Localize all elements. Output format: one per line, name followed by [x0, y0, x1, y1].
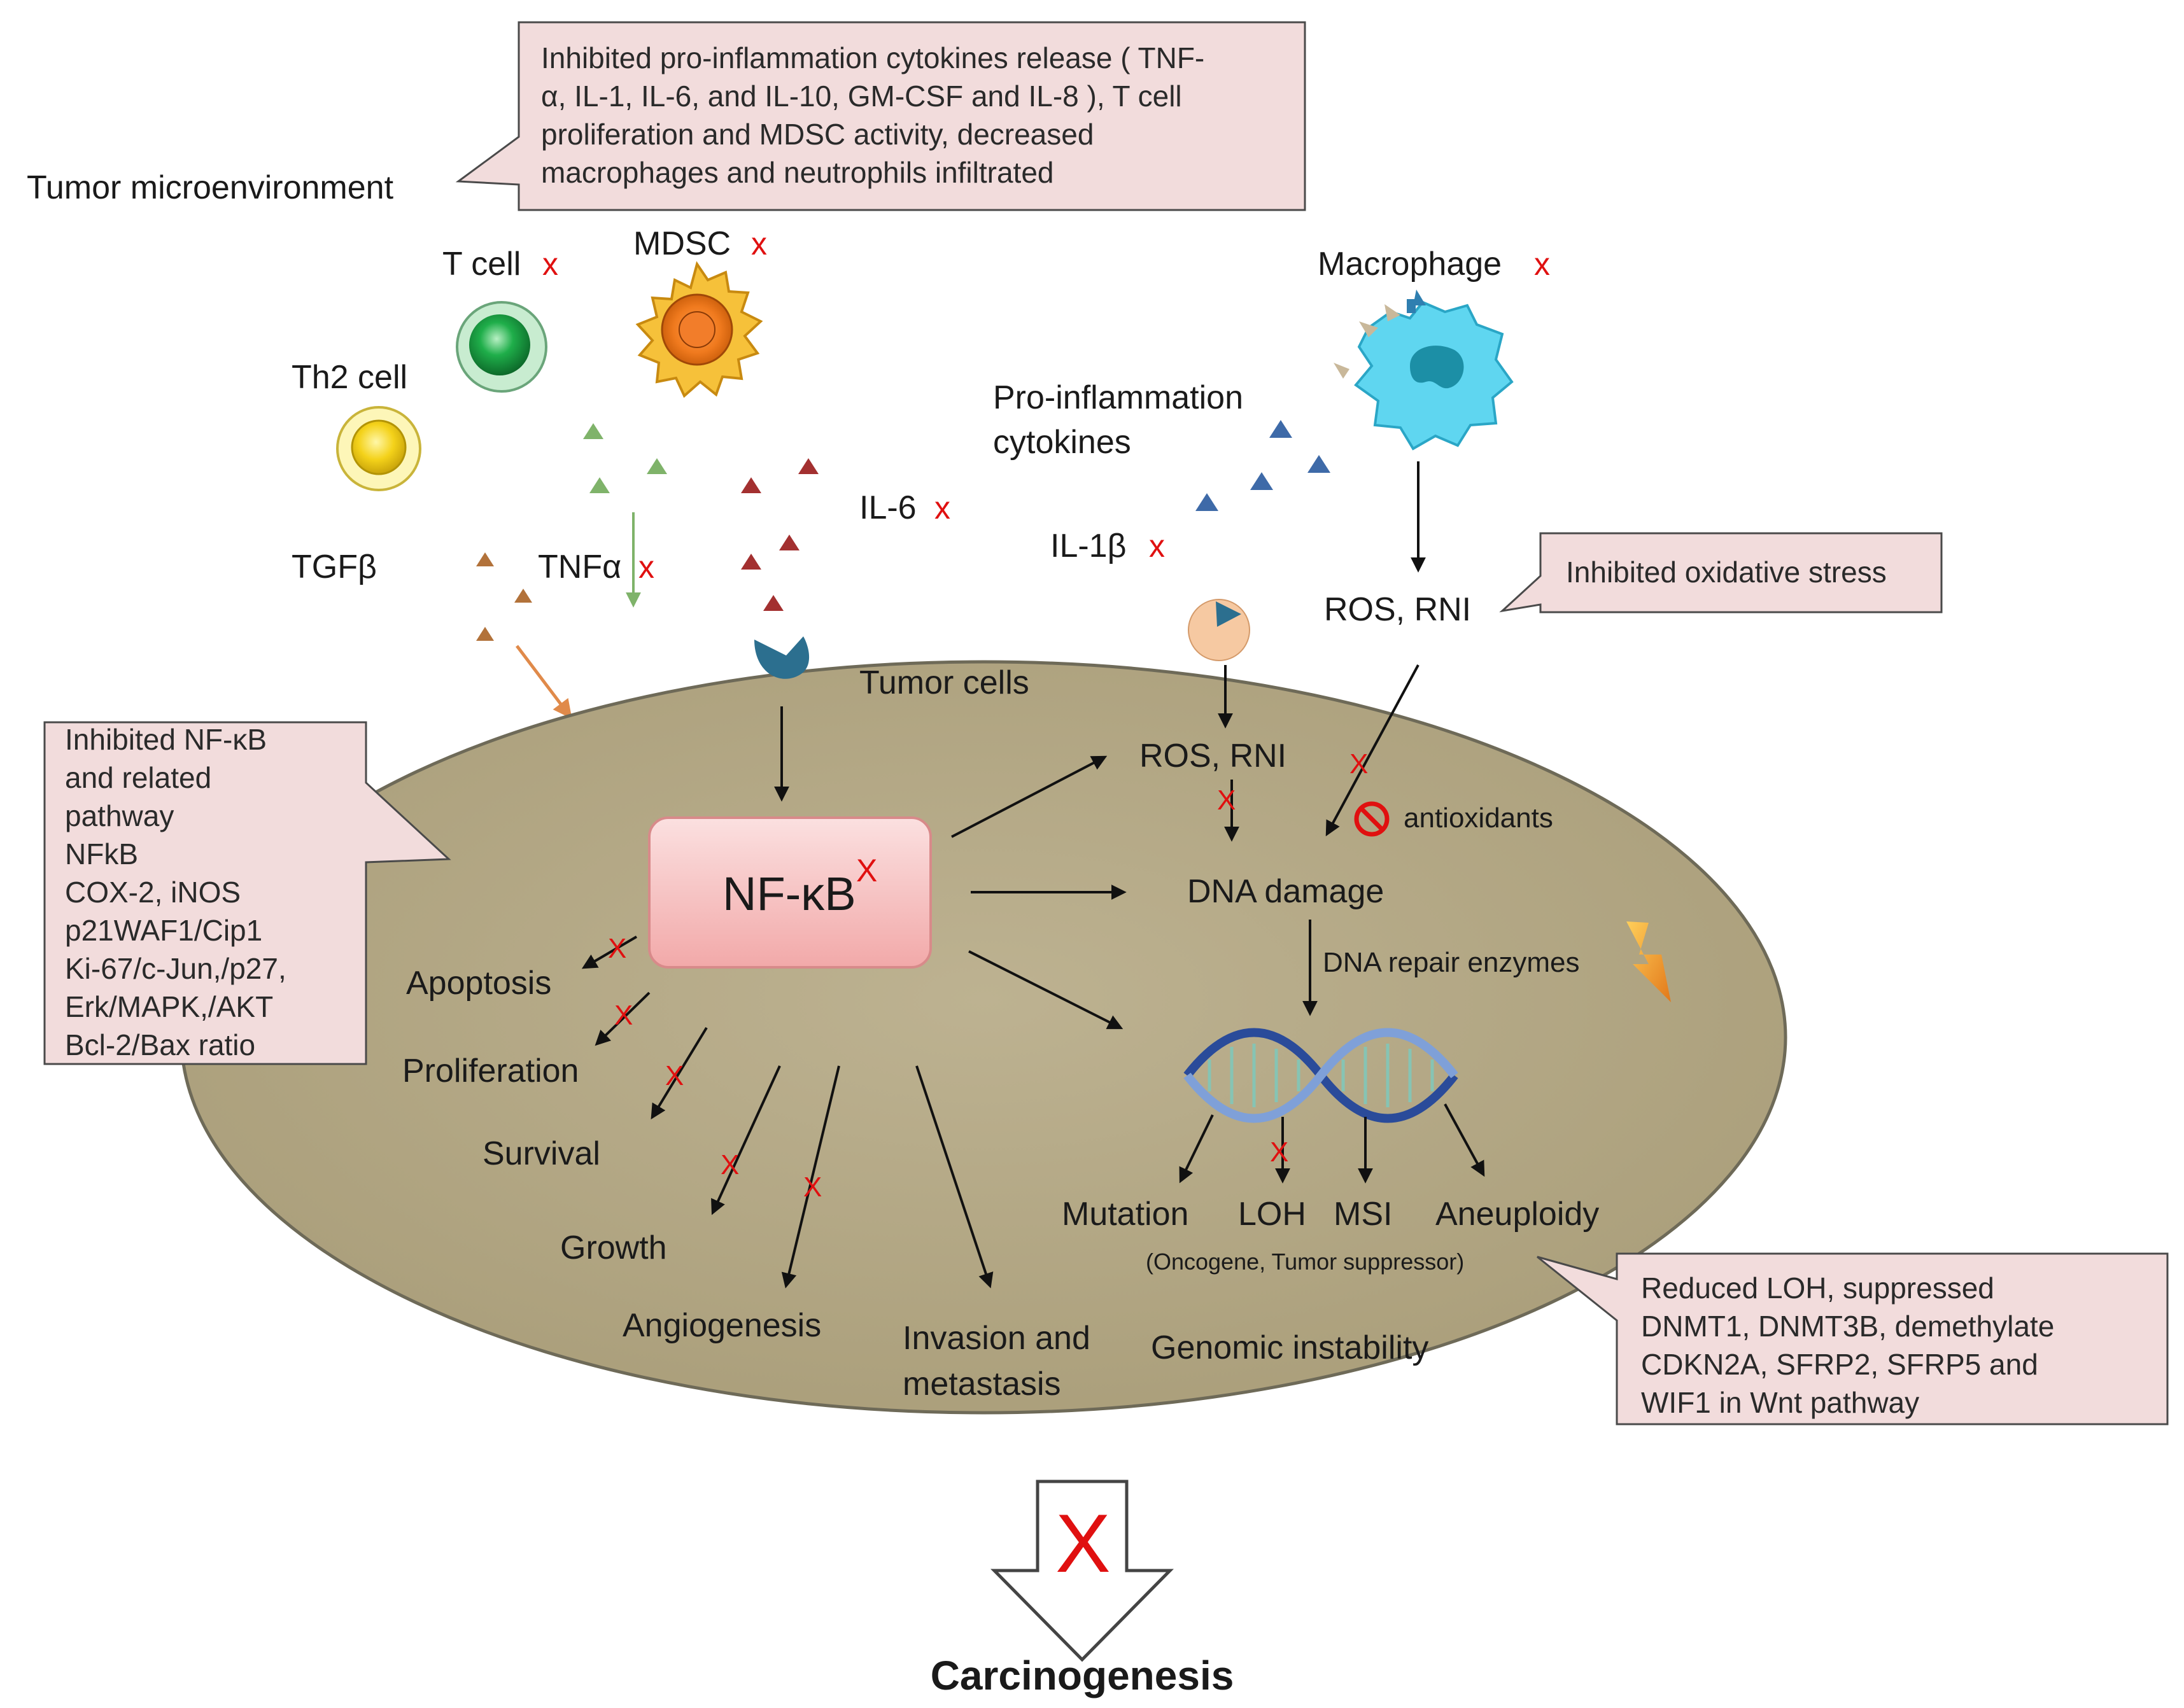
tnfa-x-mark: x [638, 549, 654, 585]
callout-right-line-4: WIF1 in Wnt pathway [1641, 1386, 1919, 1419]
oncogene-label: (Oncogene, Tumor suppressor) [1146, 1249, 1464, 1275]
ros-rni-inner-label: ROS, RNI [1139, 738, 1286, 774]
tnfa-cytokines [583, 423, 667, 493]
il1b-label: IL-1β [1050, 528, 1127, 564]
callout-left-line-4: NFkB [65, 837, 138, 871]
tumor-cell-body [180, 660, 1787, 1415]
growth-x-mark: X [721, 1149, 739, 1180]
proliferation-x-mark: X [614, 1000, 633, 1031]
survival-label: Survival [483, 1135, 600, 1172]
callout-left-line-9: Bcl-2/Bax ratio [65, 1028, 255, 1061]
callout-top-line-2: α, IL-1, IL-6, and IL-10, GM-CSF and IL-… [541, 80, 1182, 113]
angiogenesis-label: Angiogenesis [623, 1307, 821, 1344]
tumor-cells-label: Tumor cells [859, 664, 1029, 701]
nfkb-x-mark: X [856, 853, 877, 888]
genomic-instability-label: Genomic instability [1151, 1329, 1428, 1366]
nfkb-to-survival-arrow [651, 1026, 708, 1120]
nfkb-to-proliferation-arrow [595, 991, 651, 1046]
dna-to-aneuploidy-arrow [1444, 1103, 1485, 1177]
il6-x-mark: x [934, 490, 950, 526]
ros-rni-outer-label: ROS, RNI [1324, 591, 1471, 628]
pro-inflammation-label-line-2: cytokines [993, 424, 1131, 461]
callout-oxidative-text: Inhibited oxidative stress [1566, 556, 1887, 589]
outer-ros-to-dna-damage-arrow [1325, 664, 1420, 837]
callout-oxidative-stress: Inhibited oxidative stress [1499, 532, 1943, 613]
dna-to-mutation-arrow [1179, 1114, 1214, 1184]
callout-left-line-5: COX-2, iNOS [65, 876, 241, 909]
callout-top-line-3: proliferation and MDSC activity, decreas… [541, 118, 1094, 151]
mutation-label: Mutation [1062, 1196, 1188, 1233]
callout-loh-methylation: Reduced LOH, suppressed DNMT1, DNMT3B, d… [1537, 1252, 2169, 1425]
outer-ros-x-mark: X [1349, 748, 1368, 780]
loh-label: LOH [1238, 1196, 1306, 1233]
carcinogenesis-label: Carcinogenesis [931, 1653, 1234, 1698]
loh-x-mark: X [1270, 1137, 1288, 1168]
callout-left-line-2: and related [65, 761, 211, 794]
t-cell-label: T cell [442, 246, 521, 283]
lightning-bolt-icon [1626, 921, 1671, 1002]
carcinogenesis-arrow [990, 1480, 1174, 1662]
callout-nfkb-pathway: Inhibited NF-κB and related pathway NFkB… [43, 721, 451, 1065]
apoptosis-label: Apoptosis [406, 965, 551, 1002]
carcinogenesis-x-mark: X [1055, 1497, 1111, 1590]
tgfb-arrow [516, 645, 572, 719]
callout-left-line-3: pathway [65, 799, 174, 832]
callout-right-line-3: CDKN2A, SFRP2, SFRP5 and [1641, 1348, 2038, 1381]
nfkb-label: NF-κB [722, 867, 856, 920]
il6-cytokines [741, 458, 819, 611]
callout-left-line-6: p21WAF1/Cip1 [65, 914, 262, 947]
nfkb-box [648, 816, 932, 969]
inhibit-icon [1354, 801, 1390, 837]
t-cell-icon [456, 301, 547, 393]
th2-cell-label: Th2 cell [292, 359, 407, 396]
callout-right-line-1: Reduced LOH, suppressed [1641, 1271, 1994, 1305]
nfkb-to-dna-arrow [968, 950, 1124, 1030]
mdsc-label: MDSC [633, 225, 731, 262]
nfkb-to-angiogenesis-arrow [781, 1065, 840, 1289]
dna-damage-label: DNA damage [1187, 873, 1384, 910]
tgfb-cytokines [476, 552, 532, 641]
angiogenesis-x-mark: X [803, 1172, 822, 1203]
ros-dna-x-mark: X [1217, 785, 1236, 816]
tnfa-label: TNFα [538, 549, 621, 585]
invasion-label-line-2: metastasis [903, 1366, 1061, 1403]
apoptosis-x-mark: X [608, 933, 626, 964]
nfkb-to-ros-arrow [951, 755, 1108, 838]
proliferation-label: Proliferation [402, 1053, 579, 1089]
th2-cell-icon [336, 406, 421, 491]
callout-cytokine-inhibition: Inhibited pro-inflammation cytokines rel… [455, 21, 1306, 211]
nfkb-to-growth-arrow [711, 1065, 781, 1215]
callout-left-line-8: Erk/MAPK,/AKT [65, 990, 273, 1023]
il6-label: IL-6 [859, 489, 917, 526]
macrophage-x-mark: x [1534, 246, 1550, 282]
growth-label: Growth [560, 1229, 667, 1266]
il1b-x-mark: x [1149, 528, 1165, 564]
t-cell-x-mark: x [542, 246, 558, 282]
pro-inflammation-label-line-1: Pro-inflammation [993, 379, 1243, 416]
invasion-label-line-1: Invasion and [903, 1320, 1090, 1357]
tgfb-label: TGFβ [292, 549, 377, 585]
dna-helix-icon [1183, 1028, 1458, 1123]
dna-repair-label: DNA repair enzymes [1323, 947, 1579, 978]
macrophage-label: Macrophage [1318, 246, 1502, 283]
mdsc-icon [635, 261, 763, 398]
callout-left-line-7: Ki-67/c-Jun,/p27, [65, 952, 286, 985]
callout-top-line-1: Inhibited pro-inflammation cytokines rel… [541, 41, 1204, 74]
il1-receptor-icon [1188, 599, 1250, 661]
macrophage-icon [1334, 290, 1514, 451]
il1b-cytokines [1195, 420, 1330, 511]
mdsc-x-mark: x [751, 226, 767, 262]
callout-top-line-4: macrophages and neutrophils infiltrated [541, 156, 1054, 189]
antioxidants-label: antioxidants [1404, 802, 1553, 834]
tnf-receptor-icon [754, 636, 810, 679]
nfkb-to-apoptosis-arrow [581, 935, 638, 969]
nfkb-to-invasion-arrow [915, 1065, 994, 1289]
callout-left-line-1: Inhibited NF-κB [65, 723, 267, 756]
aneuploidy-label: Aneuploidy [1435, 1196, 1599, 1233]
tumor-microenvironment-label: Tumor microenvironment [27, 169, 394, 206]
msi-label: MSI [1334, 1196, 1392, 1233]
callout-right-line-2: DNMT1, DNMT3B, demethylate [1641, 1310, 2054, 1343]
survival-x-mark: X [665, 1060, 684, 1091]
